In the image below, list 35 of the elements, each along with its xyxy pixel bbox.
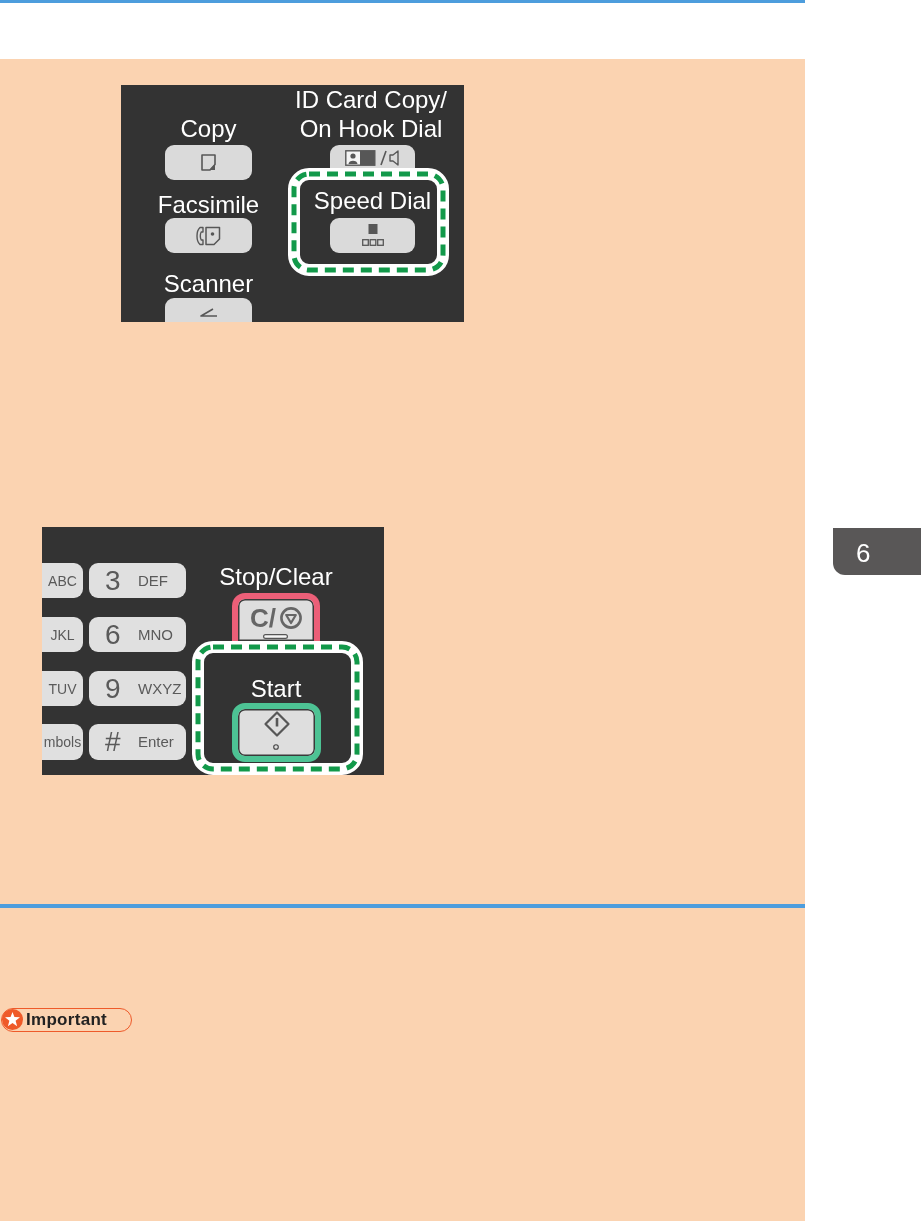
chapter-number: 6 xyxy=(856,538,871,568)
notice-title: Important xyxy=(26,1010,108,1030)
button-label: Copy xyxy=(180,114,237,143)
button-label: Scanner xyxy=(163,269,254,298)
highlight-frame xyxy=(288,168,449,276)
key-character: # xyxy=(105,727,121,757)
chapter-tab xyxy=(833,528,921,575)
button-label: Facsimile xyxy=(157,190,260,219)
keypad-key xyxy=(42,671,83,706)
highlight-frame xyxy=(192,641,363,775)
button-label: Start xyxy=(250,674,302,703)
control-panel xyxy=(42,527,384,775)
key-character: 9 xyxy=(105,673,121,704)
keypad-key xyxy=(89,671,186,706)
keypad-key xyxy=(42,724,83,760)
keypad-key xyxy=(42,563,83,598)
key-character: 3 xyxy=(105,565,121,596)
key-letters: DEF xyxy=(138,571,168,590)
key-letters: WXYZ xyxy=(138,679,182,698)
keypad-key xyxy=(89,617,186,652)
keypad-key xyxy=(42,617,83,652)
key-letters: mbols xyxy=(43,733,82,751)
keypad-key xyxy=(89,563,186,598)
button-label: Stop/Clear xyxy=(219,562,333,591)
key-letters: JKL xyxy=(50,626,75,643)
control-panel xyxy=(121,85,464,322)
button-label: Speed Dial xyxy=(313,186,432,215)
key-letters: MNO xyxy=(138,625,173,644)
key-symbol: C/ xyxy=(250,604,276,632)
key-letters: Enter xyxy=(138,733,174,751)
key-character: 6 xyxy=(105,619,121,650)
button-label: ID Card Copy/ On Hook Dial xyxy=(293,85,449,143)
keypad-key xyxy=(89,724,186,760)
key-letters: ABC xyxy=(48,572,77,589)
key-letters: TUV xyxy=(48,680,77,697)
